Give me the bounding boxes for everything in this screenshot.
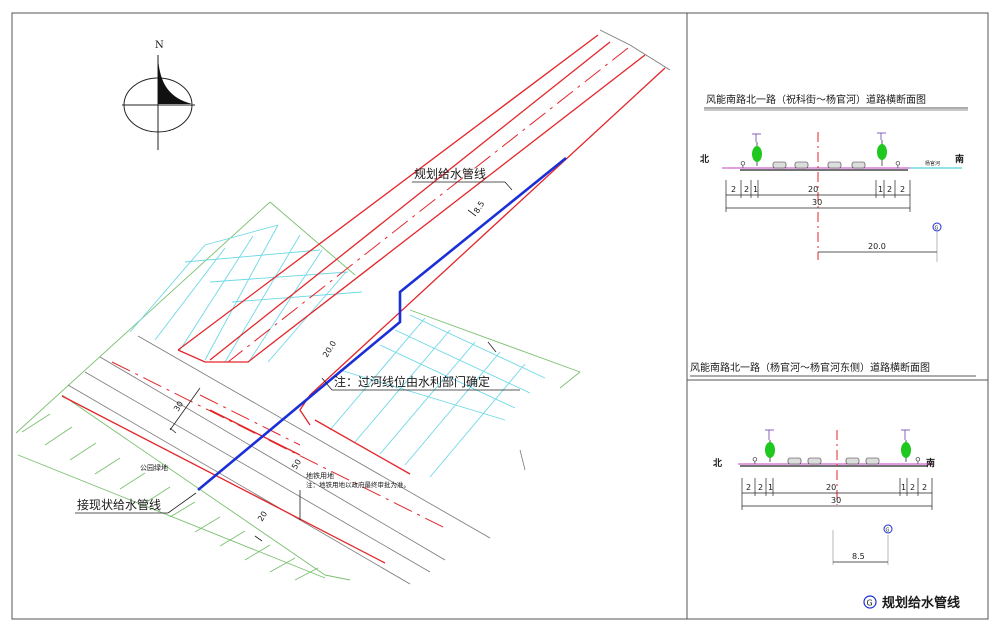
section-1-seg-0: 2 [731,185,736,194]
section-2-marker-letter: G [886,528,890,534]
dim-ticks [169,209,497,542]
legend: G 规划给水管线 [863,595,960,611]
dim-20: 20.0 [321,339,338,359]
section-1: 风能南路北一路（祝科街～杨官河）道路横断面图 北 南 杨官河 ⚲ ⚲ [700,93,968,262]
cyan-parcel-upper [129,224,363,364]
green-parcels [15,201,581,581]
north-arrow: N [122,40,195,150]
dim-50: 50 [290,458,303,471]
cyan-parcel-lower [329,314,546,478]
legend-label: 规划给水管线 [882,595,960,611]
section-1-river: 杨官河 [925,160,940,167]
section-1-seg-6: 2 [900,185,905,194]
section-2-seg-3: 20 [826,483,836,492]
section-1-seg-4: 1 [878,185,883,194]
legend-marker-letter: G [867,599,873,608]
note-river-crossing: 注：过河线位由水利部门确定 [334,374,490,389]
dim-85: 8.5 [472,199,486,215]
pedestrian-icon: ⚲ [752,456,758,465]
section-2-title: 风能南路北一路（杨官河～杨官河东侧）道路横断面图 [690,361,930,374]
section-2-seg-1: 2 [758,483,763,492]
section-2-seg-5: 2 [910,483,915,492]
section-2-pipe-marker [883,524,893,534]
tree-icon [901,440,911,462]
section-2-south: 南 [926,457,935,469]
tree-icon [765,440,775,462]
dim-20b: 20 [256,510,269,523]
section-1-seg-5: 2 [887,185,892,194]
section-1-dimensions [725,180,937,253]
tree-icon [877,140,887,166]
pedestrian-icon: ⚲ [740,160,746,169]
planned-water-pipe [197,156,567,491]
plan-view: N [15,29,671,585]
section-2-seg-6: 2 [922,483,927,492]
section-1-total: 30 [812,198,822,207]
section-2-seg-0: 2 [746,483,751,492]
section-2-offset: 8.5 [852,552,865,561]
road-cross [61,361,446,564]
grey-outlines [67,29,671,585]
section-1-pipe-marker [932,222,942,232]
pedestrian-icon: ⚲ [915,456,921,465]
section-2: 风能南路北一路（杨官河～杨官河东侧）道路横断面图 北 南 ⚲ ⚲ [690,361,976,565]
road-main [177,34,666,426]
label-garage: 地铁用地 [306,471,334,480]
green-hatch [17,413,326,581]
leader-lines [75,181,520,520]
label-park: 公园绿地 [140,463,168,472]
label-existing-pipe: 接现状给水管线 [77,497,161,512]
section-1-seg-2: 1 [753,185,758,194]
section-2-dimensions [741,478,933,563]
section-1-title: 风能南路北一路（祝科街～杨官河）道路横断面图 [706,93,926,106]
section-2-seg-2: 1 [768,483,773,492]
pedestrian-icon: ⚲ [895,160,901,169]
section-2-seg-4: 1 [901,483,906,492]
north-label: N [155,40,164,51]
tree-icon [752,142,762,166]
car-icon [772,161,866,169]
section-1-seg-3: 20 [808,185,818,194]
section-1-marker-letter: G [935,226,939,232]
street-lamp-icon [752,132,886,142]
section-2-north: 北 [713,457,722,469]
section-1-south: 南 [955,153,964,165]
legend-marker-icon [863,595,877,609]
drawing-frame [11,12,989,620]
section-1-seg-1: 2 [744,185,749,194]
note-garage: 注：地铁用地以政府最终审批为准。 [306,480,410,489]
section-2-total: 30 [831,496,841,505]
street-lamp-icon [765,429,910,440]
section-1-north: 北 [700,153,709,165]
label-planned-pipe: 规划给水管线 [414,166,486,181]
section-1-offset: 20.0 [868,242,886,251]
car-icon [787,457,880,465]
